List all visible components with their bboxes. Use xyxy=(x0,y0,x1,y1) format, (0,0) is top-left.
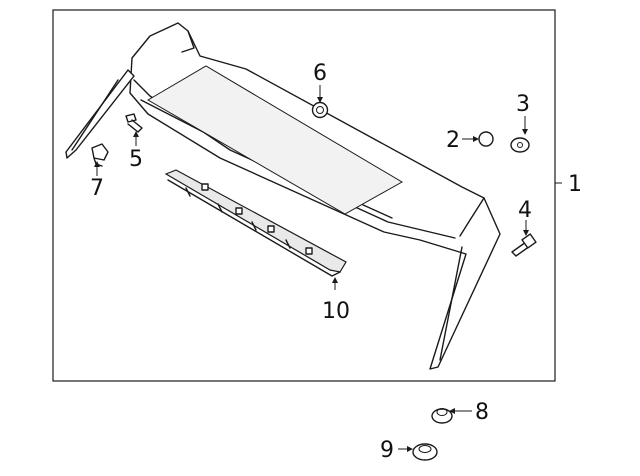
nut-part-6[interactable] xyxy=(311,85,329,119)
screw-part-5[interactable] xyxy=(125,113,143,146)
callout-2: 2 xyxy=(446,128,460,153)
callout-5: 5 xyxy=(129,147,143,172)
reinforcement-bar-part-10[interactable] xyxy=(164,169,347,290)
callout-7: 7 xyxy=(90,176,104,201)
washer-part-9[interactable] xyxy=(398,443,438,461)
clip-part-7[interactable] xyxy=(91,143,109,176)
callout-9: 9 xyxy=(380,438,394,463)
plug-part-2[interactable] xyxy=(462,131,494,147)
callout-6: 6 xyxy=(313,61,327,86)
washer-part-3[interactable] xyxy=(510,116,530,153)
bolt-part-4[interactable] xyxy=(511,220,537,257)
callout-3: 3 xyxy=(516,92,530,117)
callout-1: 1 xyxy=(568,172,582,197)
spoiler-part-1[interactable] xyxy=(65,22,501,370)
callout-10: 10 xyxy=(322,299,350,324)
nut-part-8[interactable] xyxy=(431,408,472,424)
callout-4: 4 xyxy=(518,198,532,223)
assembly-frame xyxy=(52,9,556,382)
callout-8: 8 xyxy=(475,400,489,425)
